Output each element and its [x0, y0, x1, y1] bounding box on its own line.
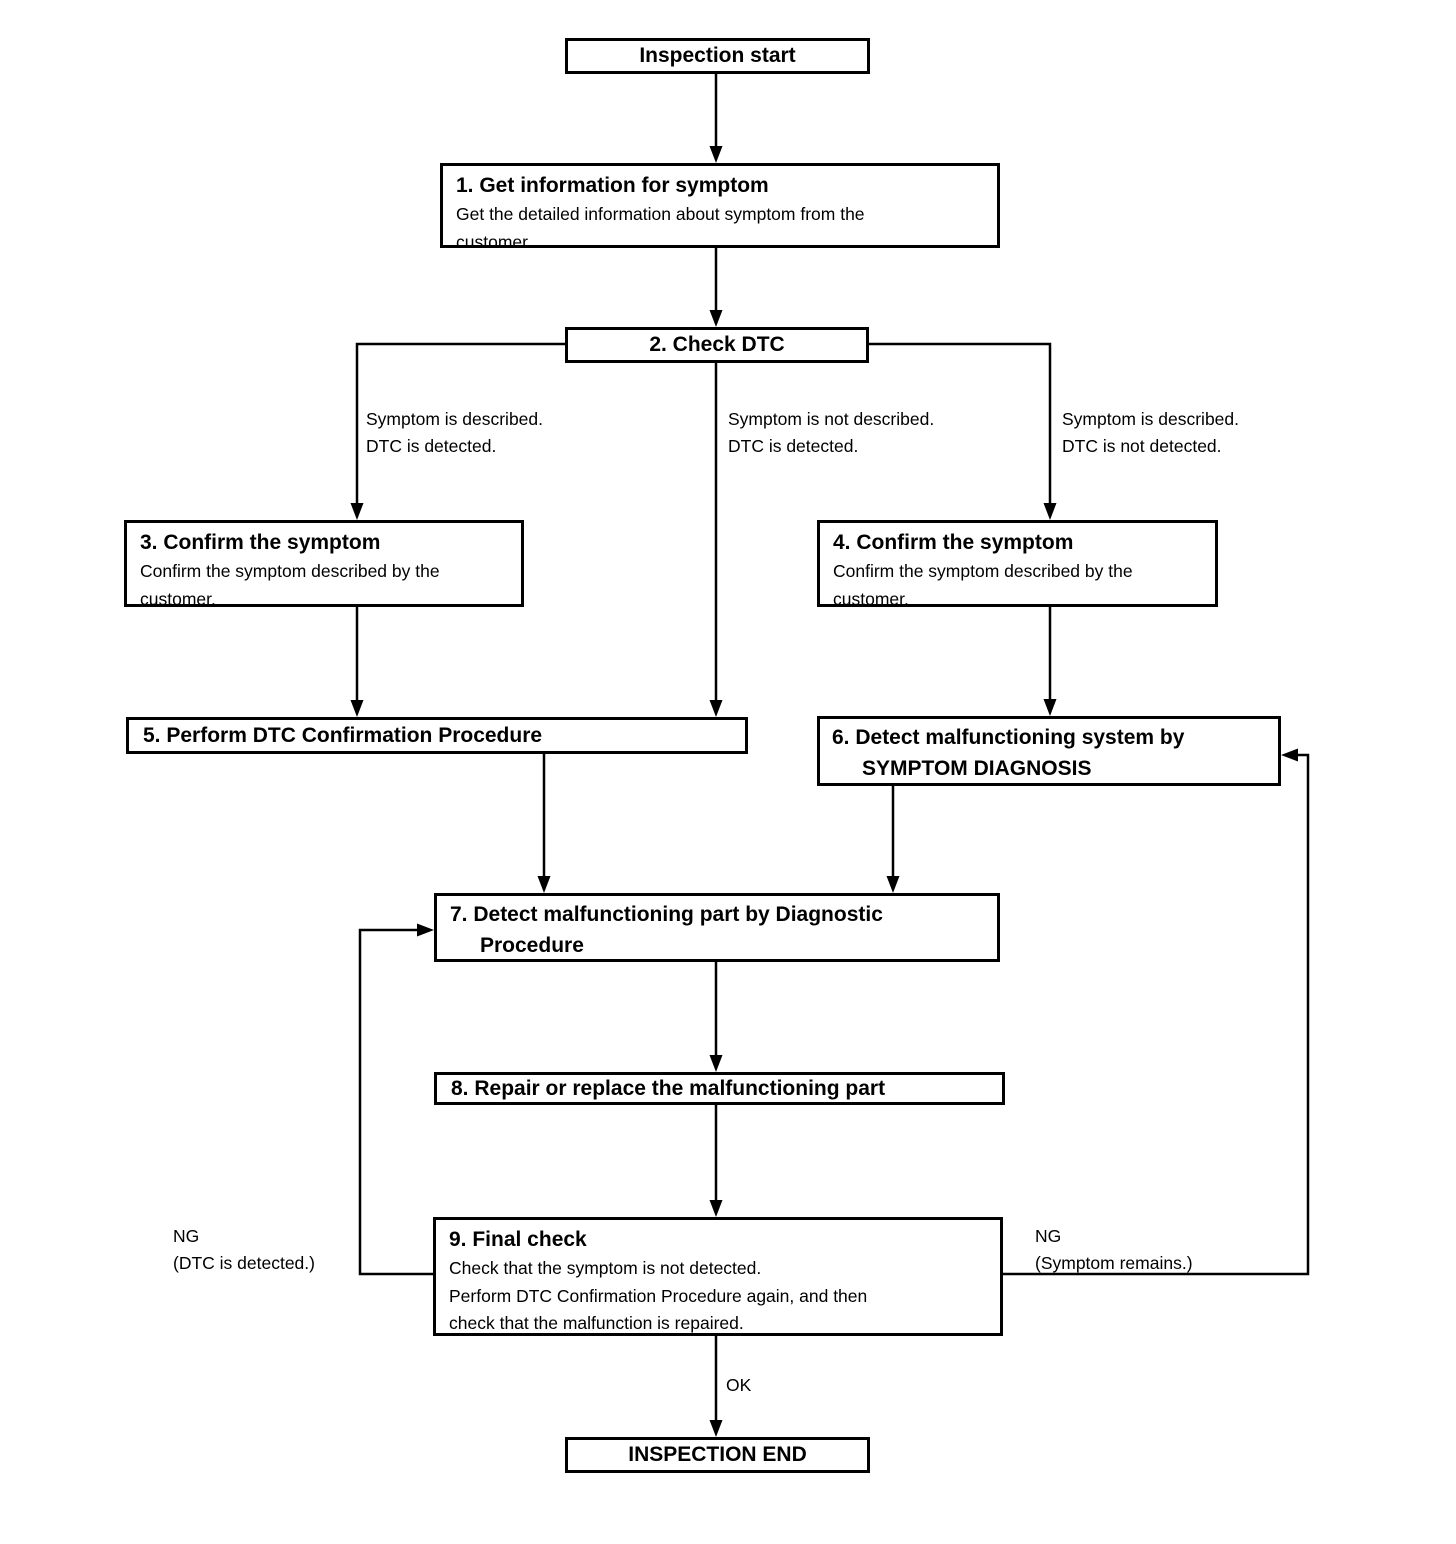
step6-title-line: 6. Detect malfunctioning system by: [832, 726, 1185, 749]
arrow-step6-to-step7: [886, 786, 900, 893]
step9-box: 9. Final check Check that the symptom is…: [433, 1217, 1003, 1336]
step3-title: 3. Confirm the symptom: [140, 531, 381, 554]
inspection-end-box: INSPECTION END: [565, 1437, 870, 1473]
step4-box: 4. Confirm the symptom Confirm the sympt…: [817, 520, 1218, 609]
ng-label-right: NG (Symptom remains.): [1035, 1226, 1193, 1273]
step8-box: 8. Repair or replace the malfunctioning …: [434, 1072, 1005, 1105]
arrow-step2-to-step4: [869, 342, 1057, 520]
ng-label-left: NG (DTC is detected.): [173, 1226, 315, 1273]
ok-label: OK: [726, 1375, 752, 1395]
arrow-step5-to-step7: [537, 754, 551, 893]
arrow-ng-loop-right: [1003, 748, 1310, 1276]
arrow-ng-loop-left: [358, 923, 434, 1276]
step1-body-line: Get the detailed information about sympt…: [456, 204, 865, 224]
step1-box: 1. Get information for symptom Get the d…: [440, 163, 1000, 252]
step1-body-line: customer.: [456, 231, 532, 252]
step2-box: 2. Check DTC: [565, 327, 869, 363]
step9-title: 9. Final check: [449, 1228, 587, 1251]
step9-body-line: Check that the symptom is not detected.: [449, 1258, 762, 1278]
step4-title: 4. Confirm the symptom: [833, 531, 1074, 554]
arrow-step9-to-end: [709, 1336, 723, 1437]
branch-label-middle: Symptom is not described. DTC is detecte…: [728, 409, 935, 456]
inspection-end-label: INSPECTION END: [628, 1443, 807, 1466]
step3-body-line: customer.: [140, 588, 216, 609]
step6-title-line: SYMPTOM DIAGNOSIS: [862, 757, 1092, 780]
inspection-start-box: Inspection start: [565, 38, 870, 74]
arrow-step7-to-step8: [709, 962, 723, 1072]
step5-box: 5. Perform DTC Confirmation Procedure: [126, 717, 748, 754]
arrow-step1-to-step2: [709, 248, 723, 327]
arrow-step2-to-step5: [709, 363, 723, 717]
step8-title: 8. Repair or replace the malfunctioning …: [451, 1076, 886, 1100]
step1-title: 1. Get information for symptom: [456, 174, 769, 197]
step9-body-line: Perform DTC Confirmation Procedure again…: [449, 1285, 868, 1306]
step7-title-line: Procedure: [480, 934, 584, 957]
step6-box: 6. Detect malfunctioning system by SYMPT…: [817, 716, 1281, 786]
step3-body-line: Confirm the symptom described by the: [140, 561, 440, 581]
arrow-step3-to-step5: [350, 607, 364, 717]
step4-body-line: Confirm the symptom described by the: [833, 561, 1133, 581]
arrow-start-to-step1: [709, 74, 723, 163]
inspection-start-label: Inspection start: [639, 44, 796, 67]
step9-body-line: check that the malfunction is repaired.: [449, 1313, 744, 1333]
arrow-step2-to-step3: [350, 342, 565, 520]
step5-title: 5. Perform DTC Confirmation Procedure: [143, 723, 543, 747]
step4-body-line: customer.: [833, 588, 909, 609]
step7-box: 7. Detect malfunctioning part by Diagnos…: [434, 893, 1000, 962]
step7-title-line: 7. Detect malfunctioning part by Diagnos…: [450, 903, 883, 926]
arrow-step8-to-step9: [709, 1105, 723, 1217]
arrow-step4-to-step6: [1043, 607, 1057, 716]
branch-label-left: Symptom is described. DTC is detected.: [366, 409, 544, 456]
step2-title: 2. Check DTC: [649, 333, 785, 356]
branch-label-right: Symptom is described. DTC is not detecte…: [1062, 409, 1240, 456]
step3-box: 3. Confirm the symptom Confirm the sympt…: [124, 520, 524, 609]
